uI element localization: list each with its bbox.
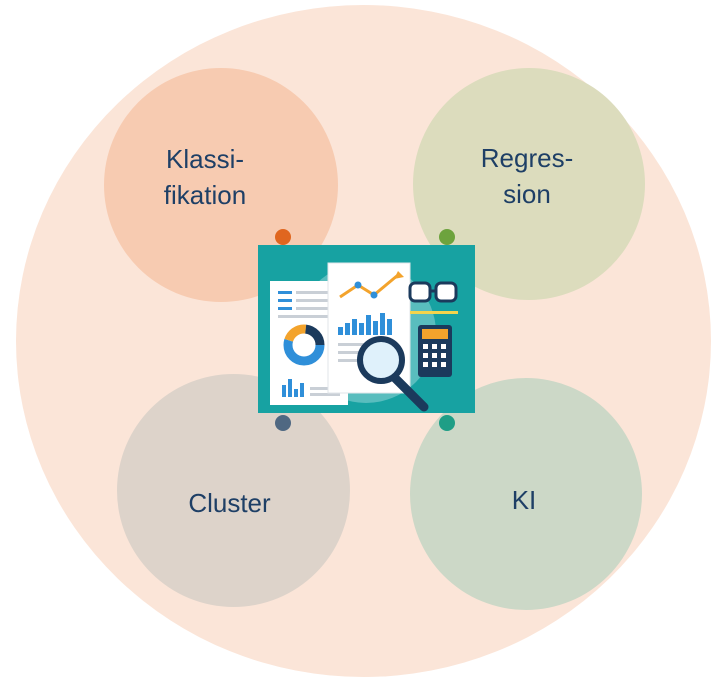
node-ki-label: KI bbox=[511, 485, 537, 515]
connector-dot-klassifikation bbox=[275, 229, 291, 245]
node-klassifikation-label: Klassi- fikation bbox=[163, 144, 247, 210]
data-analysis-icon bbox=[258, 245, 475, 413]
node-cluster-label: Cluster bbox=[188, 487, 271, 518]
connector-dot-regression bbox=[439, 229, 455, 245]
connector-dot-ki bbox=[439, 415, 455, 431]
data-analysis-illustration bbox=[258, 245, 475, 413]
connector-dot-cluster bbox=[275, 415, 291, 431]
node-regression-label: Regres- sion bbox=[480, 143, 574, 209]
